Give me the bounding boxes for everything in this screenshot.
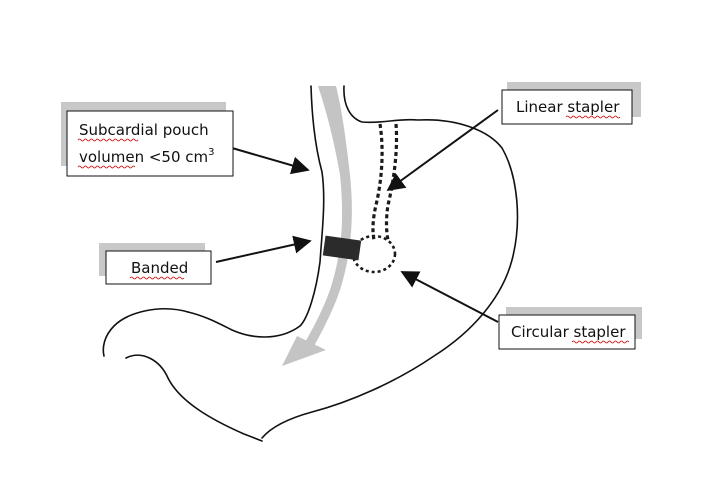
gastric-band — [322, 235, 362, 261]
linear-stapler-label: Linear stapler — [516, 98, 620, 116]
banded-label-box: Banded — [99, 243, 212, 285]
lesser-curvature-line — [187, 85, 325, 338]
pouch-label-line1: Subcardial pouch — [79, 121, 209, 139]
duodenum-lower-line — [125, 354, 263, 442]
staple-row-left — [371, 123, 384, 241]
greater-curvature-line — [261, 85, 519, 439]
pouch-label-line2: volumen <50 cm3 — [79, 147, 215, 166]
banded-label: Banded — [131, 259, 188, 277]
banded-callout-arrow — [215, 235, 312, 263]
duodenum-upper-line — [102, 308, 189, 357]
circular-stapler-callout-arrow — [400, 271, 499, 323]
food-flow-arrow — [282, 86, 352, 366]
pouch-callout-arrow — [231, 147, 310, 175]
circular-stapler-label-box: Circular stapler — [498, 307, 642, 350]
stomach-outline — [102, 85, 519, 442]
flow-arrow-shaft — [304, 86, 352, 346]
flow-arrow-head — [282, 336, 326, 366]
linear-staple-line — [371, 123, 399, 241]
pouch-spellcheck-squiggle — [77, 138, 139, 142]
staple-row-right — [384, 123, 399, 241]
pouch-label-superscript: 3 — [208, 147, 214, 158]
linear-stapler-label-box: Linear stapler — [501, 82, 641, 125]
circular-stapler-label: Circular stapler — [511, 323, 626, 341]
linear-stapler-callout-arrow — [386, 109, 499, 192]
pouch-label-box: Subcardial pouch volumen <50 cm3 — [61, 102, 234, 177]
callout-arrows — [215, 109, 499, 323]
